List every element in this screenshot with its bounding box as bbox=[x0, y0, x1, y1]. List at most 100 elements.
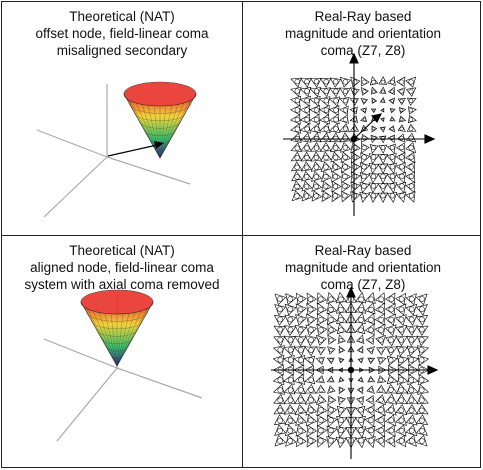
coma-glyph bbox=[396, 142, 406, 154]
coma-glyph bbox=[415, 424, 428, 436]
coma-glyph bbox=[379, 97, 386, 104]
coma-glyph bbox=[319, 96, 331, 107]
coma-glyph bbox=[395, 303, 407, 316]
coma-glyph bbox=[396, 345, 409, 357]
coma-glyph bbox=[407, 354, 419, 366]
coma-glyph bbox=[339, 123, 350, 133]
coma-glyph-grid bbox=[272, 291, 430, 449]
coma-glyph bbox=[406, 345, 419, 357]
coma-glyph bbox=[306, 435, 317, 448]
coma-glyph bbox=[305, 414, 318, 427]
coma-glyph bbox=[405, 141, 416, 154]
coma-glyph bbox=[385, 383, 398, 394]
coma-glyph bbox=[339, 87, 351, 98]
coma-glyph bbox=[304, 393, 317, 405]
coma-glyph bbox=[310, 151, 322, 162]
coma-glyph bbox=[386, 192, 398, 203]
coma-glyph bbox=[290, 86, 302, 97]
coma-glyph bbox=[408, 106, 417, 115]
coma-glyph bbox=[355, 302, 367, 314]
coma-glyph bbox=[357, 376, 364, 383]
coma-glyph bbox=[395, 152, 406, 164]
coma-glyph bbox=[274, 424, 287, 436]
coma-glyph bbox=[272, 383, 285, 395]
coma-glyph bbox=[354, 312, 366, 325]
coma-glyph bbox=[398, 107, 407, 114]
panel-theoretical-aligned: Theoretical (NAT) aligned node, field-li… bbox=[2, 236, 242, 469]
coma-glyph bbox=[405, 171, 415, 184]
caption-line-3: system with axial coma removed bbox=[24, 277, 220, 292]
coma-glyph bbox=[327, 334, 337, 345]
coma-glyph bbox=[385, 335, 398, 347]
axis-x bbox=[36, 129, 108, 158]
coma-glyph bbox=[294, 393, 307, 405]
coma-glyph bbox=[315, 375, 325, 384]
coma-glyph bbox=[405, 87, 417, 97]
coma-glyph bbox=[417, 345, 430, 357]
coma-glyph bbox=[326, 436, 338, 449]
coma-glyph bbox=[315, 346, 326, 356]
cone-shape bbox=[80, 289, 154, 367]
coma-glyph bbox=[397, 98, 406, 106]
coma-glyph bbox=[350, 142, 361, 154]
coma-glyph bbox=[293, 355, 306, 367]
coma-glyph bbox=[304, 383, 317, 394]
coma-glyph bbox=[405, 303, 418, 316]
coma-glyph bbox=[290, 142, 302, 152]
coma-glyph bbox=[416, 335, 429, 347]
coma-glyph bbox=[380, 117, 385, 123]
coma-glyph bbox=[316, 323, 328, 336]
coma-glyph bbox=[329, 141, 342, 153]
coma-glyph bbox=[328, 122, 341, 133]
coma-glyph bbox=[301, 190, 313, 202]
coma-glyph bbox=[326, 302, 338, 315]
coma-glyph bbox=[315, 356, 325, 365]
coma-glyph bbox=[360, 97, 369, 105]
coma-glyph bbox=[388, 125, 395, 133]
cone-mesh bbox=[123, 93, 197, 159]
coma-glyph bbox=[395, 171, 406, 184]
coma-glyph bbox=[294, 403, 307, 416]
coma-glyph bbox=[395, 414, 407, 426]
coma-glyph bbox=[335, 291, 347, 304]
coma-glyph bbox=[380, 107, 385, 113]
coma-glyph bbox=[290, 123, 302, 134]
coma-glyph bbox=[273, 393, 286, 405]
coma-glyph bbox=[299, 104, 311, 116]
coma-glyph bbox=[367, 375, 376, 383]
coma-glyph bbox=[387, 76, 396, 86]
coma-glyph bbox=[339, 97, 350, 107]
coma-glyph bbox=[375, 334, 387, 346]
coma-glyph bbox=[378, 144, 388, 154]
coma-glyph bbox=[315, 394, 327, 406]
coma-glyph bbox=[368, 182, 380, 194]
coma-glyph bbox=[290, 77, 302, 88]
caption-line-3: coma (Z7, Z8) bbox=[320, 277, 406, 292]
coma-glyph bbox=[376, 384, 387, 394]
caption-line-1: Theoretical (NAT) bbox=[69, 243, 175, 258]
coma-glyph bbox=[357, 357, 364, 364]
coma-glyph bbox=[374, 435, 386, 448]
coma-glyph bbox=[300, 151, 313, 162]
coma-glyph bbox=[272, 374, 285, 386]
coma-glyph bbox=[384, 313, 397, 326]
coma-glyph bbox=[339, 132, 351, 143]
caption-line-2: magnitude and orientation bbox=[284, 26, 442, 41]
coma-glyph bbox=[283, 336, 296, 347]
coma-glyph bbox=[395, 393, 408, 405]
coma-glyph bbox=[405, 325, 418, 337]
coma-glyph bbox=[369, 144, 379, 154]
coma-glyph bbox=[320, 161, 332, 173]
coma-glyph bbox=[316, 313, 328, 326]
coma-glyph bbox=[406, 123, 417, 132]
axis-y bbox=[116, 367, 203, 399]
coma-glyph bbox=[300, 142, 312, 152]
coma-glyph bbox=[364, 323, 375, 336]
coma-glyph bbox=[319, 141, 332, 152]
coma-glyph bbox=[327, 395, 337, 406]
panel-realray-misaligned: Real-Ray based magnitude and orientation… bbox=[243, 2, 483, 235]
coma-glyph bbox=[370, 108, 377, 114]
coma-glyph bbox=[370, 86, 378, 95]
coma-glyph bbox=[283, 383, 296, 395]
coma-glyph bbox=[377, 356, 387, 365]
